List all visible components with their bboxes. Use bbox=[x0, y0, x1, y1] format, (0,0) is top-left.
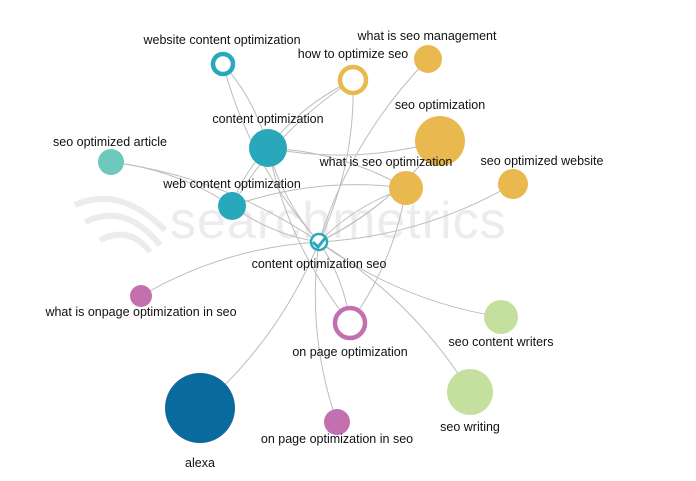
node-sow[interactable]: seo optimized website bbox=[481, 154, 604, 199]
node-label: on page optimization bbox=[292, 345, 407, 359]
node-alexa[interactable]: alexa bbox=[165, 373, 235, 470]
node-circle[interactable] bbox=[98, 149, 124, 175]
node-wism[interactable]: what is seo management bbox=[357, 29, 497, 73]
edge-center-htos bbox=[318, 79, 354, 243]
node-circle[interactable] bbox=[218, 192, 246, 220]
checkmark-icon bbox=[311, 236, 328, 250]
node-label: content optimization seo bbox=[252, 257, 387, 271]
node-wiopo[interactable]: what is onpage optimization in seo bbox=[44, 285, 237, 319]
node-wco[interactable]: website content optimization bbox=[142, 33, 301, 77]
node-label: what is onpage optimization in seo bbox=[44, 305, 236, 319]
node-label: how to optimize seo bbox=[298, 47, 409, 61]
edge-center-opois bbox=[314, 241, 338, 423]
edge-center-scw bbox=[318, 241, 502, 318]
node-circle[interactable] bbox=[324, 409, 350, 435]
edge-center-wism bbox=[318, 58, 429, 243]
nodes: content optimization seo website content … bbox=[44, 29, 603, 470]
node-label: website content optimization bbox=[142, 33, 300, 47]
edge-center-sw bbox=[318, 241, 471, 393]
node-label: seo optimization bbox=[395, 98, 485, 112]
node-sw[interactable]: seo writing bbox=[440, 369, 500, 434]
node-circle[interactable] bbox=[165, 373, 235, 443]
node-soa[interactable]: seo optimized article bbox=[53, 135, 167, 175]
edge-co-so bbox=[267, 140, 441, 156]
node-scw[interactable]: seo content writers bbox=[449, 300, 554, 349]
node-label: what is seo management bbox=[357, 29, 497, 43]
node-opo[interactable]: on page optimization bbox=[292, 305, 408, 359]
node-circle[interactable] bbox=[414, 45, 442, 73]
node-circle[interactable] bbox=[415, 116, 465, 166]
node-label: seo content writers bbox=[449, 335, 554, 349]
node-circle[interactable] bbox=[130, 285, 152, 307]
node-label: what is seo optimization bbox=[319, 155, 453, 169]
edge-center-sow bbox=[318, 183, 514, 243]
edge-webco-htos bbox=[231, 79, 354, 207]
node-circle[interactable] bbox=[337, 64, 369, 96]
edge-webco-wiso bbox=[231, 184, 407, 207]
node-label: seo writing bbox=[440, 420, 500, 434]
node-co[interactable]: content optimization bbox=[212, 112, 324, 167]
node-label: seo optimized website bbox=[481, 154, 604, 168]
node-circle[interactable] bbox=[484, 300, 518, 334]
node-circle[interactable] bbox=[389, 171, 423, 205]
edge-webco-soa bbox=[110, 161, 233, 207]
node-webco[interactable]: web content optimization bbox=[162, 177, 301, 220]
node-label: seo optimized article bbox=[53, 135, 167, 149]
node-circle[interactable] bbox=[332, 305, 368, 341]
watermark-logo-icon bbox=[73, 195, 168, 254]
node-circle[interactable] bbox=[447, 369, 493, 415]
node-so[interactable]: seo optimization bbox=[395, 98, 485, 166]
node-htos[interactable]: how to optimize seo bbox=[298, 47, 409, 96]
node-label: content optimization bbox=[212, 112, 323, 126]
node-label: web content optimization bbox=[162, 177, 301, 191]
node-opois[interactable]: on page optimization in seo bbox=[261, 409, 413, 446]
node-wiso[interactable]: what is seo optimization bbox=[319, 155, 453, 205]
edge-opo-co bbox=[267, 147, 351, 324]
edge-center-wiopo bbox=[140, 241, 320, 297]
node-circle[interactable] bbox=[249, 129, 287, 167]
node-label: alexa bbox=[185, 456, 215, 470]
node-label: on page optimization in seo bbox=[261, 432, 413, 446]
node-circle[interactable] bbox=[210, 51, 236, 77]
node-center[interactable]: content optimization seo bbox=[252, 232, 387, 271]
node-circle[interactable] bbox=[498, 169, 528, 199]
